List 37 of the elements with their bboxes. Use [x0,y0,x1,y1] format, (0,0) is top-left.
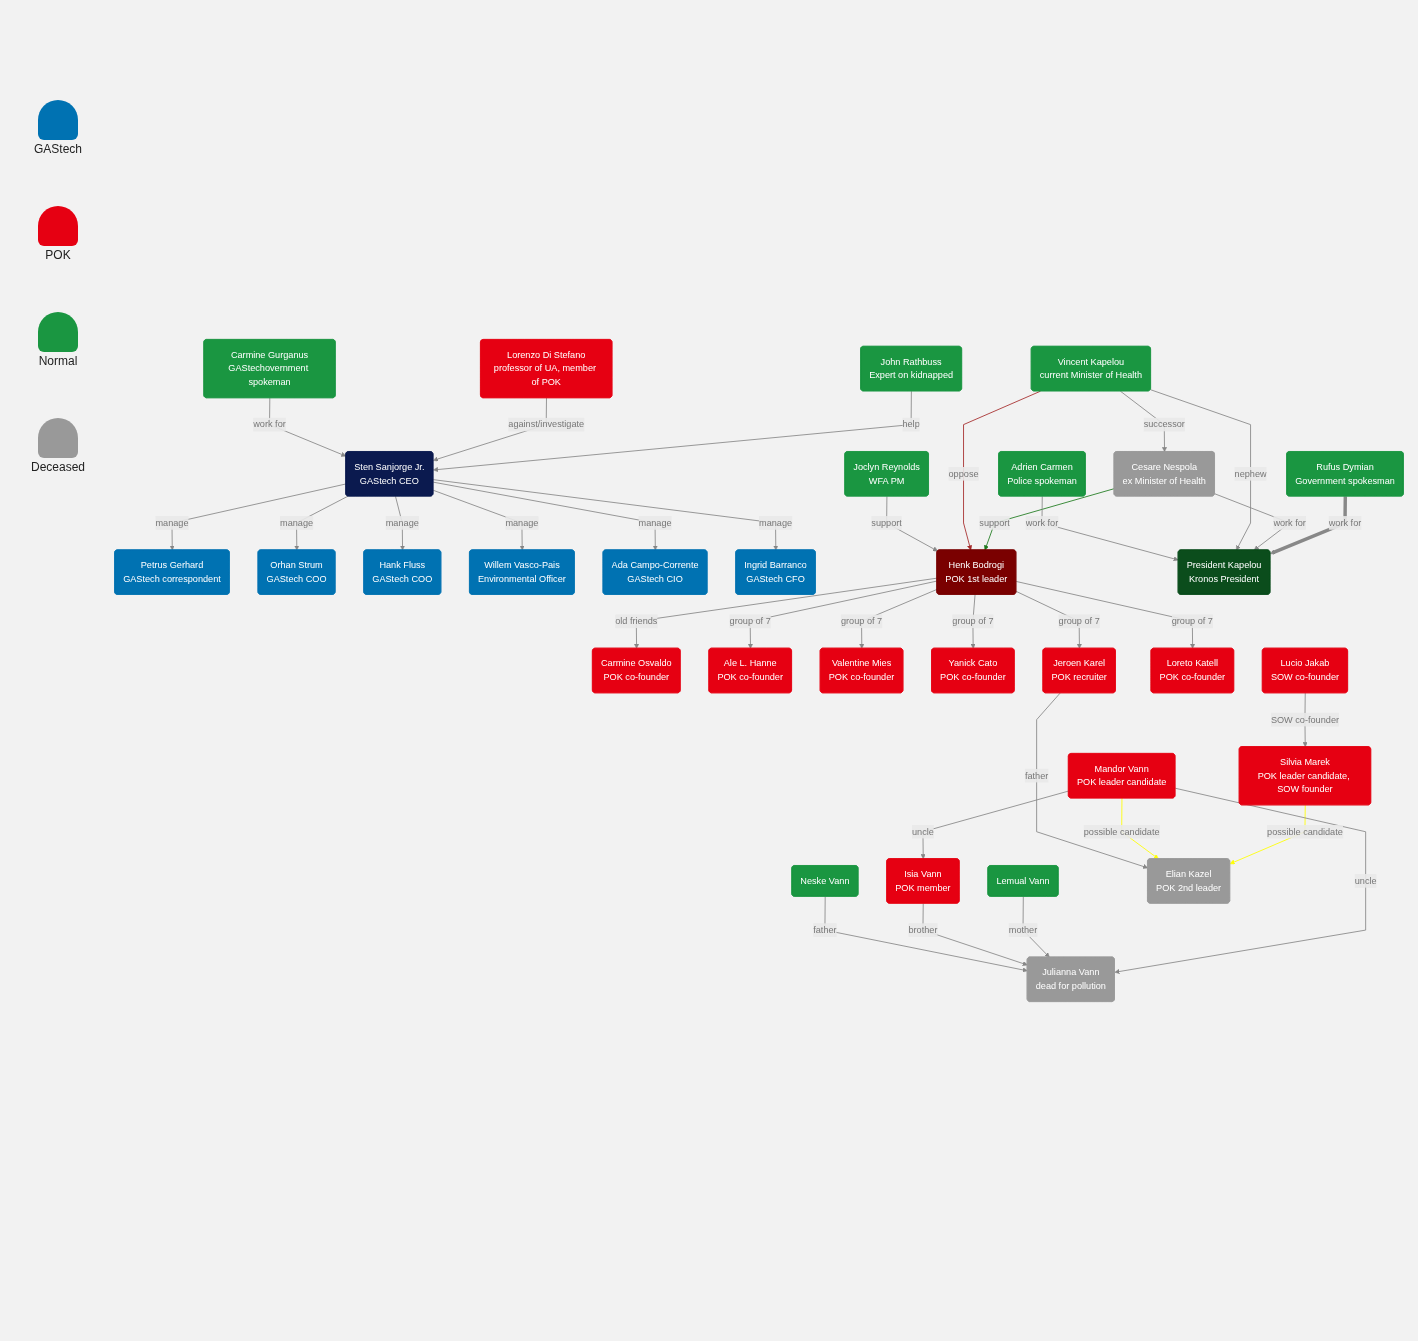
edge-label: mother [1008,924,1038,935]
edge-label: work for [1273,517,1306,528]
edge-label: manage [280,517,314,528]
edge-label: group of 7 [1058,616,1100,626]
edge-label: manage [505,517,539,528]
edge-label: help [902,419,920,430]
edge-label: uncle [912,826,934,837]
edge-label: uncle [1354,875,1377,886]
edge-label: father [813,924,837,935]
legend-label: Deceased [30,460,85,474]
edge-label: old friends [615,616,658,626]
edge-label: oppose [948,468,979,479]
edge-label: work for [1328,517,1362,528]
edge-label: work for [253,419,286,430]
edge-label: group of 7 [729,616,771,626]
arrow [1270,496,1347,555]
edge-label: nephew [1234,468,1267,479]
edge-label: support [871,517,902,528]
edge-label: possible candidate [1267,826,1343,837]
edge-label: manage [155,517,189,528]
edge-label: group of 7 [840,616,883,626]
legend-label: Normal [38,354,78,368]
edge-label: group of 7 [1171,616,1213,626]
edge-label: possible candidate [1083,826,1160,837]
edge-label: father [1024,770,1049,781]
edge-label: support [979,517,1010,528]
edge-label: against/investigate [508,419,585,430]
edge-label: group of 7 [952,616,994,626]
legend-label: GAStech [34,142,82,156]
legend-label: POK [45,248,71,262]
edge-label: manage [638,517,672,528]
edge-label: brother [908,924,938,935]
edge-label: work for [1025,517,1059,528]
edge-label: SOW co-founder [1270,714,1340,725]
edge-label: manage [385,517,419,528]
edge-label: successor [1143,419,1185,430]
edge-label: manage [759,517,793,528]
